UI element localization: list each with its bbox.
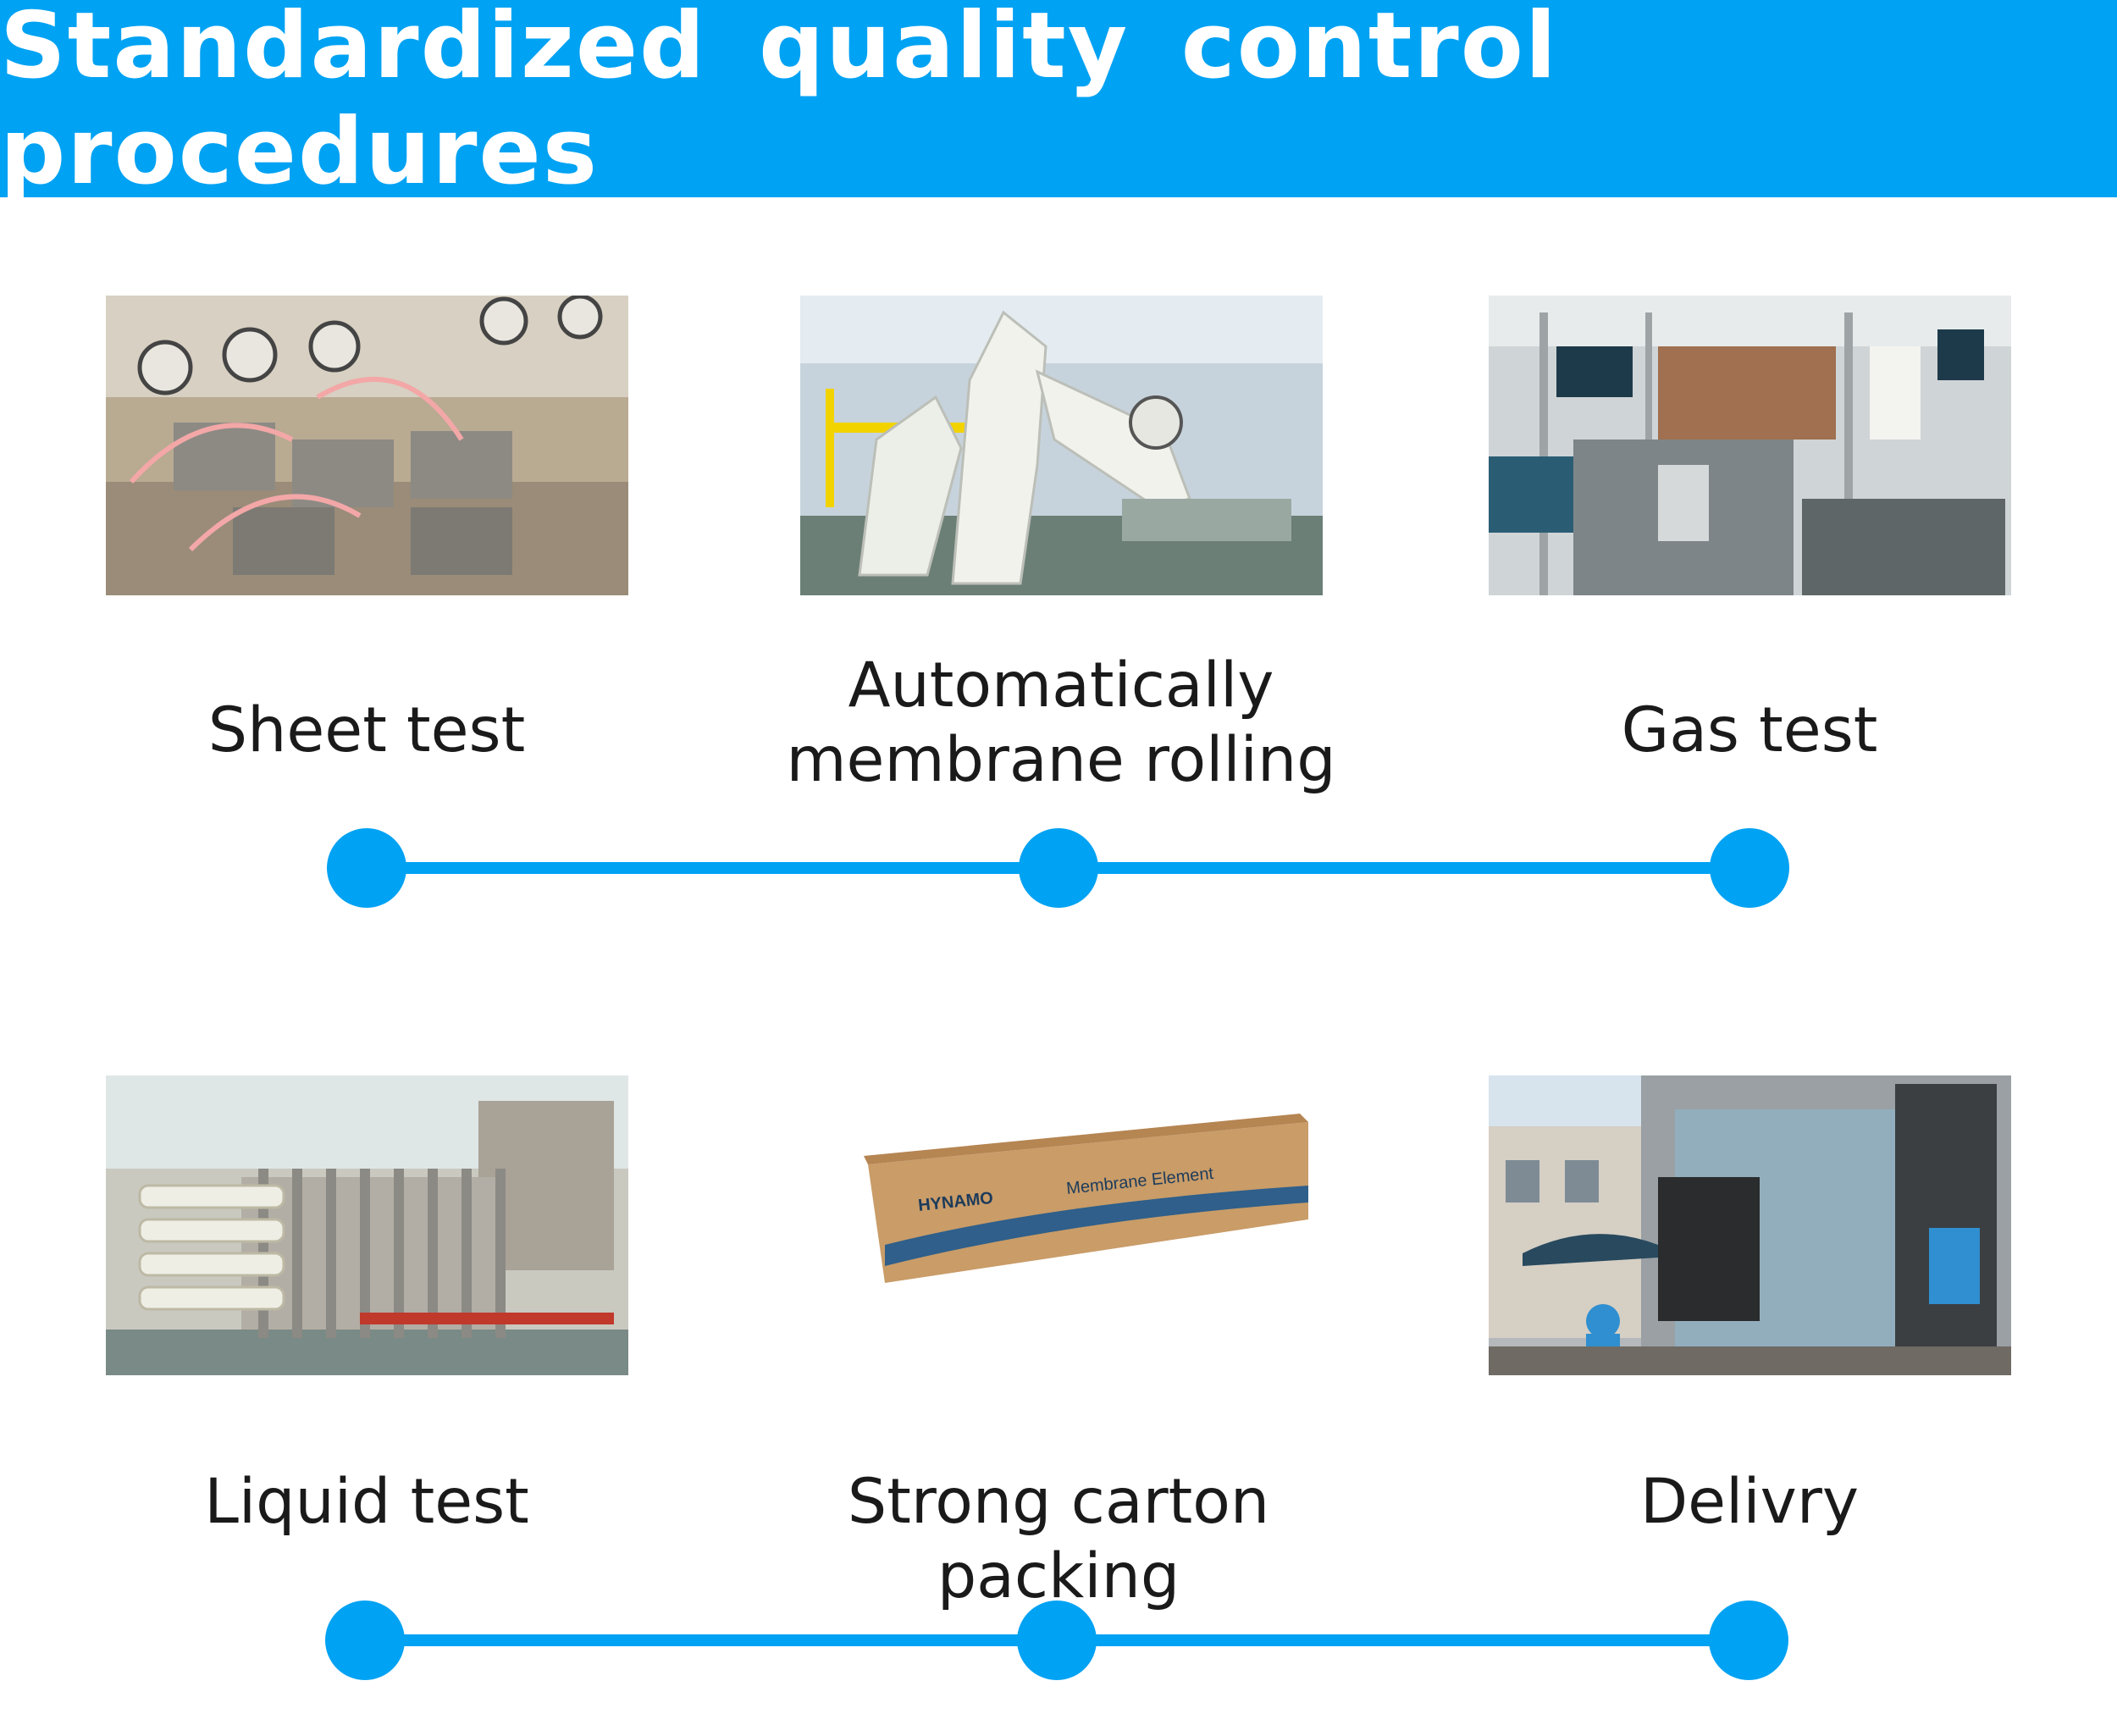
timeline-row-1 bbox=[0, 826, 2117, 910]
timeline-row-2 bbox=[0, 1598, 2117, 1683]
gas-test-photo bbox=[1489, 296, 2011, 595]
step-label-delivery: Delivry bbox=[1639, 1466, 1860, 1538]
delivery-photo bbox=[1489, 1075, 2011, 1375]
timeline-dot-sheet-test bbox=[327, 828, 406, 908]
step-label-carton-packing: Strong carton packing bbox=[847, 1466, 1270, 1612]
step-label-liquid-test: Liquid test bbox=[204, 1466, 529, 1538]
timeline-dot-delivery bbox=[1709, 1601, 1788, 1680]
step-label-membrane-rolling: Automatically membrane rolling bbox=[722, 649, 1400, 798]
step-label-gas-test: Gas test bbox=[1621, 694, 1878, 766]
sheet-test-photo bbox=[106, 296, 628, 595]
step-label-membrane-rolling-text: Automatically membrane rolling bbox=[786, 650, 1336, 796]
timeline-dot-membrane-rolling bbox=[1019, 828, 1098, 908]
timeline-dot-liquid-test bbox=[325, 1601, 405, 1680]
page-title: Standardized quality control procedures bbox=[0, 0, 1558, 205]
robot-arm-photo bbox=[800, 296, 1323, 595]
step-label-sheet-test: Sheet test bbox=[207, 694, 526, 766]
liquid-test-photo bbox=[106, 1075, 628, 1375]
header-banner: Standardized quality control procedures bbox=[0, 0, 2117, 205]
timeline-dot-gas-test bbox=[1710, 828, 1789, 908]
carton-packing-photo: HYNAMO Membrane Element bbox=[800, 1075, 1323, 1375]
timeline-dot-carton-packing bbox=[1017, 1601, 1097, 1680]
